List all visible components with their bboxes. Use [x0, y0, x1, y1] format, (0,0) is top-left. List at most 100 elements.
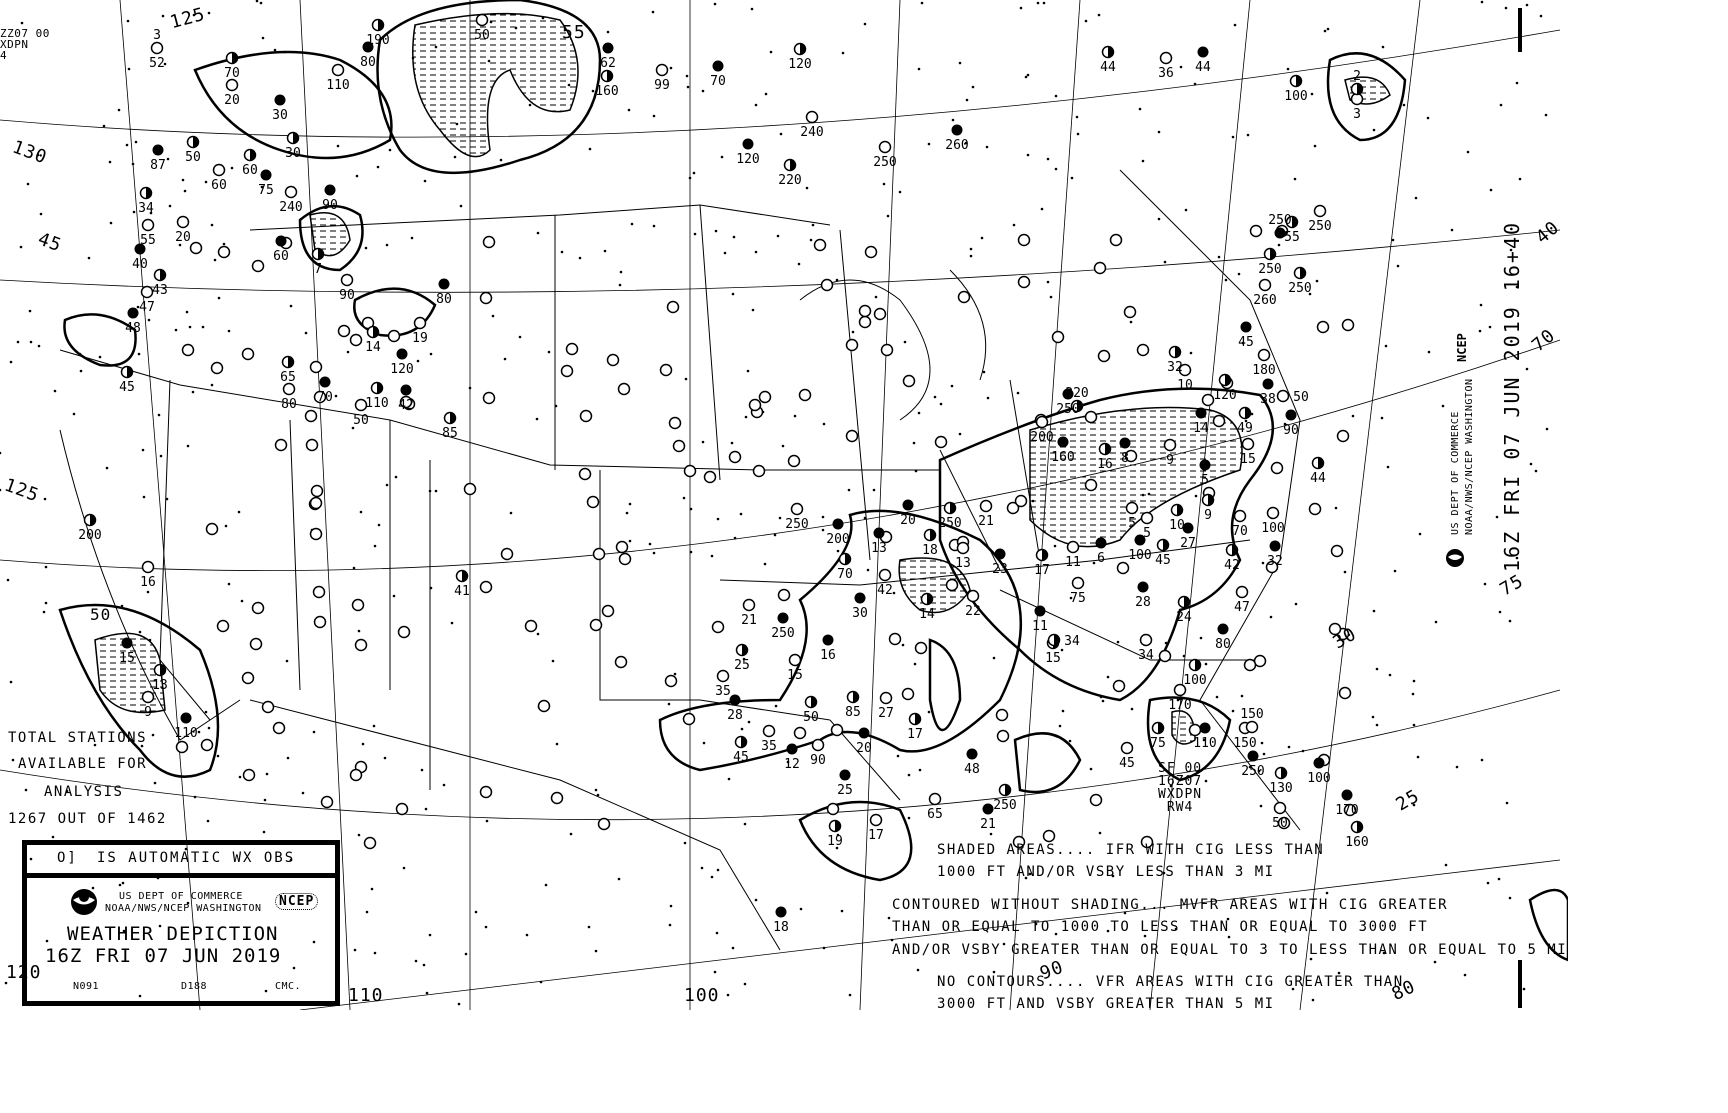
broken-sky-fill: [1318, 457, 1324, 469]
station-plot: [923, 528, 937, 542]
grid-dot: [9, 680, 13, 684]
ceiling-value: 42: [1224, 558, 1240, 573]
station-plot: [1311, 456, 1325, 470]
grid-dot: [1026, 73, 1030, 77]
grid-dot: [551, 659, 555, 663]
grid-dot: [811, 223, 815, 227]
station-plot: [443, 411, 457, 425]
broken-sky-fill: [1175, 346, 1181, 358]
grid-dot: [457, 1002, 461, 1006]
clear-sky-icon: [1341, 318, 1355, 332]
grid-dot: [487, 59, 491, 63]
grid-dot: [36, 153, 40, 157]
ceiling-value: 38: [1260, 392, 1276, 407]
legend-contoured-line2: THAN OR EQUAL TO 1000 TO LESS THAN OR EQ…: [892, 919, 1429, 935]
grid-dot: [425, 991, 429, 995]
grid-dot: [822, 946, 826, 950]
grid-dot: [185, 310, 189, 314]
ceiling-value: 120: [1213, 388, 1236, 403]
grid-dot: [1260, 741, 1264, 745]
grid-dot: [1224, 278, 1228, 282]
grid-dot: [1412, 803, 1416, 807]
station-plot: [682, 712, 696, 726]
ceiling-value: 45: [1238, 335, 1254, 350]
station-plot: [320, 795, 334, 809]
clear-sky-icon: [387, 329, 401, 343]
station-plot: [1266, 506, 1280, 520]
grid-dot: [455, 122, 459, 126]
ceiling-value: 110: [326, 78, 349, 93]
overcast-sky-icon: [1262, 378, 1274, 390]
clear-sky-icon: [305, 438, 319, 452]
clear-sky-icon: [524, 619, 538, 633]
ceiling-value: 27: [878, 706, 894, 721]
station-plot: [479, 580, 493, 594]
station-plot: [878, 568, 892, 582]
grid-dot: [1174, 927, 1178, 931]
ceiling-value: 3: [1353, 107, 1361, 122]
clear-sky-icon: [141, 690, 155, 704]
grid-dot: [289, 304, 293, 308]
clear-sky-icon: [805, 110, 819, 124]
broken-sky-fill: [462, 570, 468, 582]
mvfr-contour: [1146, 696, 1232, 782]
station-plot: [668, 416, 682, 430]
grid-dot: [147, 318, 151, 322]
ceiling-value: 32: [1167, 360, 1183, 375]
grid-dot: [1433, 960, 1437, 964]
ceiling-value: 90: [1283, 423, 1299, 438]
grid-dot: [1427, 350, 1431, 354]
grid-dot: [1315, 279, 1319, 283]
station-plot: [1070, 399, 1084, 413]
clear-sky-icon: [141, 560, 155, 574]
ceiling-value: 2: [1353, 69, 1361, 84]
mvfr-contour: [58, 603, 220, 778]
grid-dot: [733, 536, 737, 540]
grid-dot: [39, 212, 43, 216]
clear-sky-icon: [1249, 224, 1263, 238]
clear-sky-icon: [479, 580, 493, 594]
station-plot: [1195, 407, 1207, 419]
grid-dot: [402, 866, 406, 870]
station-plot: [602, 42, 614, 54]
ceiling-value: 17: [907, 727, 923, 742]
grid-dot: [950, 384, 954, 388]
grid-dot: [874, 295, 878, 299]
grid-dot: [1164, 641, 1168, 645]
clear-sky-icon: [858, 304, 872, 318]
grid-dot: [652, 114, 656, 118]
station-plot: [309, 527, 323, 541]
clear-sky-icon: [597, 817, 611, 831]
grid-dot: [394, 475, 398, 479]
grid-dot: [1002, 942, 1006, 946]
ceiling-value: 50: [474, 28, 490, 43]
grid-dot: [1034, 922, 1038, 926]
grid-dot: [726, 993, 730, 997]
ceiling-value: 50: [353, 413, 369, 428]
broken-sky-fill: [373, 326, 379, 338]
clear-sky-icon: [966, 589, 980, 603]
grid-dot: [1076, 132, 1080, 136]
grid-dot: [847, 488, 851, 492]
clear-sky-icon: [217, 245, 231, 259]
clear-sky-icon: [1051, 330, 1065, 344]
grid-dot: [1450, 228, 1454, 232]
station-plot: [309, 496, 323, 510]
station-plot: [127, 307, 139, 319]
broken-sky-fill: [1184, 596, 1190, 608]
ceiling-value: 85: [845, 705, 861, 720]
station-plot: [600, 69, 614, 83]
grid-dot: [373, 951, 377, 955]
clear-sky-icon: [1188, 723, 1202, 737]
clear-sky-icon: [956, 541, 970, 555]
ncep-logo: NCEP: [275, 893, 319, 910]
grid-dot: [1046, 280, 1050, 284]
grid-dot: [1240, 694, 1244, 698]
ceiling-value: 32: [1267, 554, 1283, 569]
clear-sky-icon: [1328, 622, 1342, 636]
clear-sky-icon: [216, 619, 230, 633]
border-line: [1009, 379, 1041, 561]
ceiling-value: 150: [1240, 707, 1263, 722]
station-plot: [838, 552, 852, 566]
grid-dot: [352, 566, 356, 570]
